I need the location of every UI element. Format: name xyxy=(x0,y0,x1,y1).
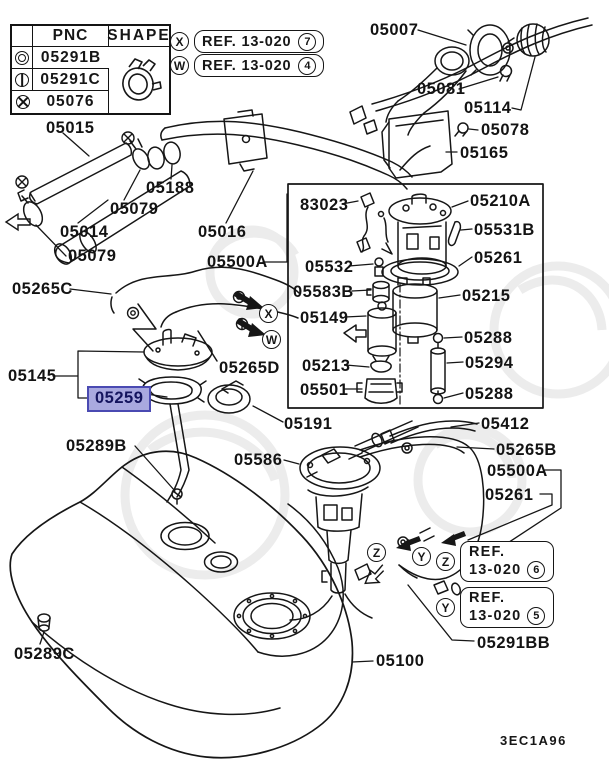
double-circle-icon xyxy=(15,50,29,65)
part-label-05291bb[interactable]: 05291BB xyxy=(477,634,551,652)
part-label-05261[interactable]: 05261 xyxy=(485,486,534,504)
part-label-05145[interactable]: 05145 xyxy=(8,367,57,385)
part-label-05261[interactable]: 05261 xyxy=(474,249,523,267)
ref-box-y[interactable]: Y REF. 13-020 5 xyxy=(436,587,555,628)
diagram-code: 3EC1A96 xyxy=(500,733,567,748)
ref-box-z[interactable]: Z REF. 13-020 6 xyxy=(436,541,555,582)
hose-clamp-shape-drawing xyxy=(109,47,169,113)
part-label-05501[interactable]: 05501 xyxy=(300,381,349,399)
part-label-05532[interactable]: 05532 xyxy=(305,258,354,276)
part-label-05265b[interactable]: 05265B xyxy=(496,441,557,459)
circle-x-icon xyxy=(15,95,30,109)
part-label-05079[interactable]: 05079 xyxy=(110,200,159,218)
ref-text-line1: REF. xyxy=(469,544,506,560)
part-label-05294[interactable]: 05294 xyxy=(465,354,514,372)
marker-x-icon: X xyxy=(259,304,278,323)
part-label-05081[interactable]: 05081 xyxy=(417,80,466,98)
pnc-symbol-cell xyxy=(12,69,33,91)
part-label-05078[interactable]: 05078 xyxy=(481,121,530,139)
pnc-cell-05076[interactable]: 05076 xyxy=(33,91,109,113)
ref-text: REF. 13-020 xyxy=(202,57,292,74)
part-label-05259-selected[interactable]: 05259 xyxy=(87,386,152,412)
marker-w-icon: W xyxy=(262,330,281,349)
part-label-05586[interactable]: 05586 xyxy=(234,451,283,469)
part-label-05288[interactable]: 05288 xyxy=(465,385,514,403)
part-label-05016[interactable]: 05016 xyxy=(198,223,247,241)
part-label-05079[interactable]: 05079 xyxy=(68,247,117,265)
part-label-05583b[interactable]: 05583B xyxy=(293,283,354,301)
hose-clamp-icon xyxy=(122,58,162,101)
open-arrows xyxy=(4,212,385,585)
ref-text: REF. 13-020 xyxy=(202,33,292,50)
part-label-05210a[interactable]: 05210A xyxy=(470,192,531,210)
marker-y-icon: Y xyxy=(436,598,455,617)
pnc-symbol-cell xyxy=(12,47,33,69)
table-corner-cell xyxy=(12,26,33,47)
ref-text-line2: 13-020 xyxy=(469,608,522,624)
part-label-05188[interactable]: 05188 xyxy=(146,179,195,197)
table-header-pnc: PNC xyxy=(33,26,109,47)
part-label-05500a[interactable]: 05500A xyxy=(207,253,268,271)
ref-box-w[interactable]: W REF. 13-020 4 xyxy=(170,54,325,77)
part-label-05215[interactable]: 05215 xyxy=(462,287,511,305)
part-label-05412[interactable]: 05412 xyxy=(481,415,530,433)
ref-number-circle: 5 xyxy=(527,607,546,625)
ref-box-x[interactable]: X REF. 13-020 7 xyxy=(170,30,325,53)
pnc-cell-05291b[interactable]: 05291B xyxy=(33,47,109,69)
part-label-05289c[interactable]: 05289C xyxy=(14,645,75,663)
part-label-05165[interactable]: 05165 xyxy=(460,144,509,162)
part-label-83023[interactable]: 83023 xyxy=(300,196,349,214)
part-label-05265c[interactable]: 05265C xyxy=(12,280,73,298)
pnc-cell-05291c[interactable]: 05291C xyxy=(33,69,109,91)
part-label-05100[interactable]: 05100 xyxy=(376,652,425,670)
part-label-05288[interactable]: 05288 xyxy=(464,329,513,347)
marker-y-icon: Y xyxy=(412,547,431,566)
ref-number-circle: 4 xyxy=(298,56,317,75)
marker-z-icon: Z xyxy=(436,552,455,571)
ref-number-circle: 6 xyxy=(527,561,546,579)
part-label-05007[interactable]: 05007 xyxy=(370,21,419,39)
part-label-05213[interactable]: 05213 xyxy=(302,357,351,375)
ref-number-circle: 7 xyxy=(298,32,317,51)
circle-vbar-icon xyxy=(15,72,29,87)
part-label-05289b[interactable]: 05289B xyxy=(66,437,127,455)
part-label-05500a[interactable]: 05500A xyxy=(487,462,548,480)
marker-z-icon: Z xyxy=(367,543,386,562)
part-label-05149[interactable]: 05149 xyxy=(300,309,349,327)
marker-x-icon: X xyxy=(170,32,189,51)
part-label-05191[interactable]: 05191 xyxy=(284,415,333,433)
table-header-shape: SHAPE xyxy=(107,26,169,47)
watermark xyxy=(120,225,609,580)
part-label-05014[interactable]: 05014 xyxy=(60,223,109,241)
part-label-05114[interactable]: 05114 xyxy=(464,99,512,117)
part-label-05531b[interactable]: 05531B xyxy=(474,221,535,239)
part-label-05015[interactable]: 05015 xyxy=(46,119,95,137)
ref-text-line1: REF. xyxy=(469,590,506,606)
part-label-05265d[interactable]: 05265D xyxy=(219,359,280,377)
ref-text-line2: 13-020 xyxy=(469,562,522,578)
marker-w-icon: W xyxy=(170,56,189,75)
direction-arrows xyxy=(234,291,466,551)
pnc-symbol-cell xyxy=(12,91,33,113)
